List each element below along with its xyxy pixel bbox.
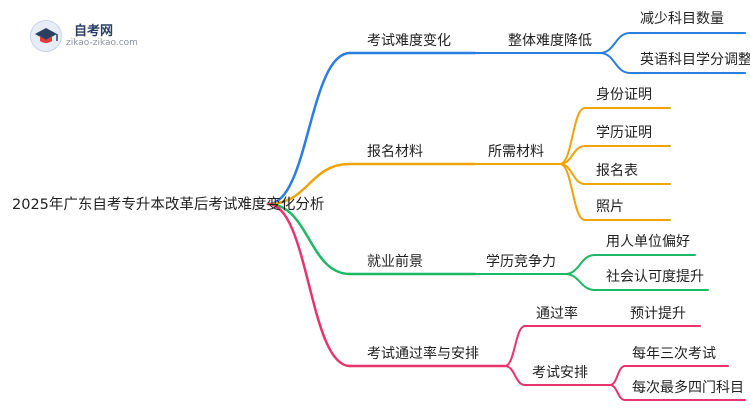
connector-root-b0: [266, 51, 352, 206]
leaf-english-credit: 英语科目学分调整: [640, 52, 750, 68]
node-exam-schedule: 考试安排: [532, 365, 588, 381]
node-degree-competitiveness: 学历竞争力: [486, 254, 556, 270]
connector-b1-l3: [559, 163, 586, 221]
connector-b0-l1: [599, 52, 631, 74]
leaf-application-form: 报名表: [596, 163, 638, 179]
leaf-social-recognition: 社会认可度提升: [606, 269, 704, 285]
logo-url: zikao-zikao.com: [66, 38, 138, 48]
logo-graduation-cap-icon: [30, 20, 62, 52]
branch-exam-difficulty: 考试难度变化: [367, 33, 451, 49]
mindmap-root: 2025年广东自考专升本改革后考试难度变化分析: [12, 197, 325, 213]
leaf-max-four-subjects: 每次最多四门科目: [632, 380, 744, 396]
site-logo[interactable]: 自考网 zikao-zikao.com: [30, 18, 180, 52]
leaf-employer-preference: 用人单位偏好: [606, 234, 690, 250]
leaf-photo: 照片: [596, 199, 624, 215]
connector-root-b3: [266, 202, 352, 368]
leaf-id-proof: 身份证明: [596, 87, 652, 103]
leaf-education-proof: 学历证明: [596, 125, 652, 141]
connector-b3-l1-1: [609, 384, 626, 401]
leaf-fewer-subjects: 减少科目数量: [640, 11, 724, 27]
node-pass-rate: 通过率: [536, 306, 578, 322]
connector-root-b1: [266, 162, 352, 206]
leaf-three-exams-yearly: 每年三次考试: [632, 346, 716, 362]
logo-title: 自考网: [74, 24, 114, 39]
node-overall-difficulty: 整体难度降低: [508, 33, 592, 49]
connector-root-b2: [266, 202, 352, 276]
branch-application-materials: 报名材料: [367, 144, 423, 160]
connector-b3-n1: [504, 365, 526, 386]
leaf-expected-increase: 预计提升: [630, 306, 686, 322]
branch-employment-prospects: 就业前景: [367, 254, 423, 270]
connector-b1-l0: [559, 107, 586, 165]
branch-pass-rate-schedule: 考试通过率与安排: [367, 346, 479, 362]
connector-b2-l1: [564, 273, 596, 291]
connector-b3-n0: [504, 325, 526, 367]
node-required-materials: 所需材料: [488, 144, 544, 160]
